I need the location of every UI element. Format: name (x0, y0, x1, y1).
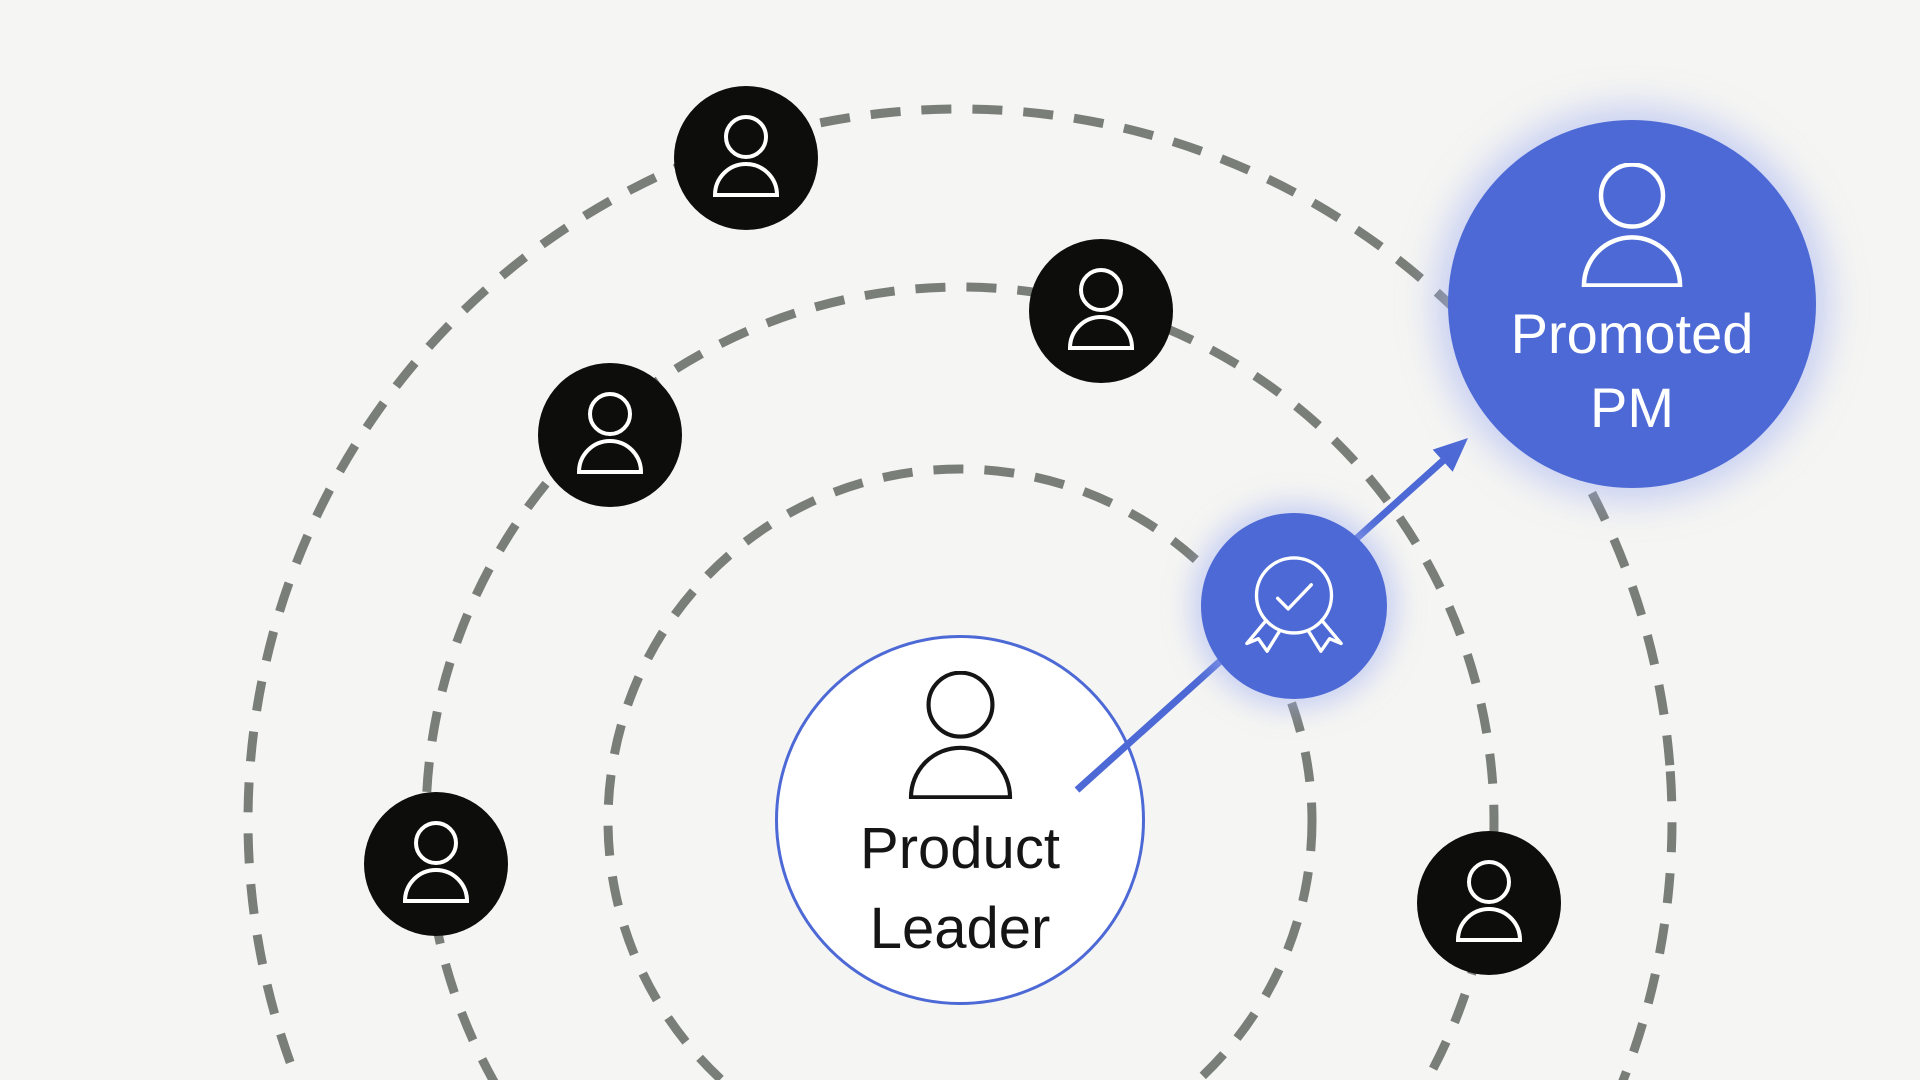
arrow-head (1432, 438, 1468, 472)
promoted-pm-label-line2: PM (1589, 376, 1674, 439)
product-leader-label-line1: Product (860, 816, 1060, 881)
orbit-circle-outer (243, 104, 1677, 1080)
person-icon (1576, 163, 1688, 287)
team-avatar-5 (1417, 831, 1561, 975)
promoted-pm-node: Promoted PM (1448, 120, 1816, 488)
badge-node (1201, 513, 1387, 699)
team-avatar-3 (538, 363, 682, 507)
product-leader-label-line2: Leader (869, 896, 1051, 961)
award-ribbon-icon (1245, 556, 1343, 653)
team-avatar-2 (1029, 239, 1173, 383)
team-avatar-4 (364, 792, 508, 936)
promoted-pm-label: Promoted PM (1511, 297, 1754, 445)
orbit-circle-inner (603, 464, 1317, 1080)
team-avatar-1 (674, 86, 818, 230)
promoted-pm-label-line1: Promoted (1510, 302, 1754, 365)
product-leader-label: Product Leader (860, 809, 1060, 969)
product-leader-node: Product Leader (775, 635, 1145, 1005)
